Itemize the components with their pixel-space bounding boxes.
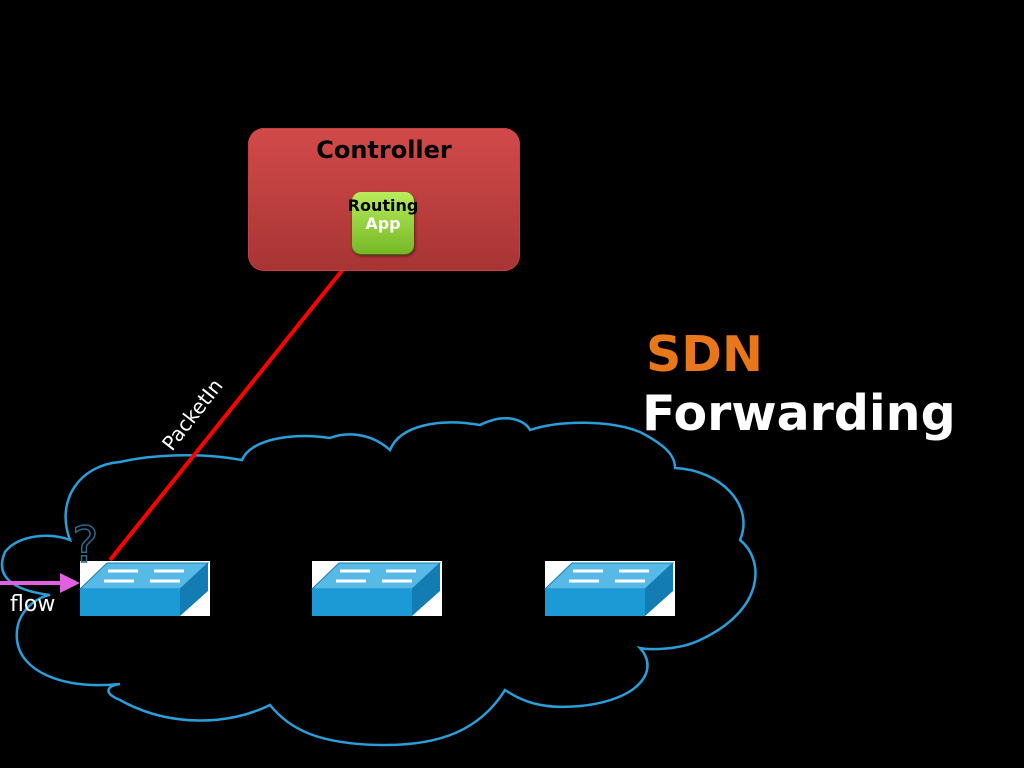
controller-box[interactable]: Controller Routing App	[248, 128, 520, 271]
switch-3[interactable]	[543, 561, 675, 616]
switch-1[interactable]	[78, 561, 210, 616]
routing-app-box[interactable]	[352, 192, 414, 254]
network-switch-icon	[336, 569, 416, 583]
flow-label: flow	[10, 592, 56, 617]
network-switch-icon	[104, 569, 184, 583]
switch-2[interactable]	[310, 561, 442, 616]
question-mark-icon: ?	[72, 516, 99, 574]
network-switch-icon	[569, 569, 649, 583]
controller-title: Controller	[316, 136, 452, 164]
packetin-label: PacketIn	[157, 374, 228, 455]
title-sdn: SDN	[646, 326, 763, 383]
title-forwarding: Forwarding	[642, 385, 956, 442]
routing-app-label-line1: Routing	[347, 196, 419, 215]
network-cloud	[0, 416, 757, 747]
routing-app-label-line2: App	[365, 214, 401, 233]
packetin-arrow	[108, 250, 359, 562]
